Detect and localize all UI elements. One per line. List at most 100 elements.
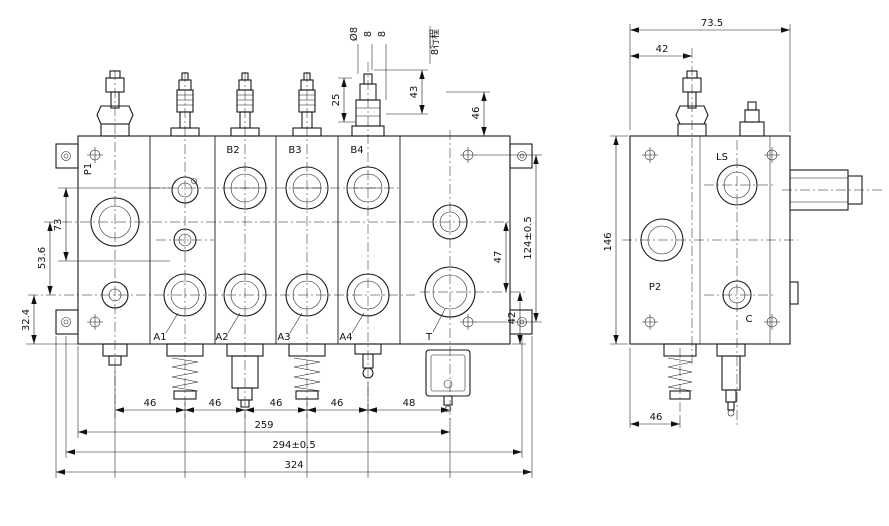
sec1-mid-port-outer bbox=[173, 228, 197, 252]
port-label-a2: A2 bbox=[215, 332, 228, 343]
front-ear-tr bbox=[509, 143, 533, 169]
port-label-ls: LS bbox=[716, 152, 728, 163]
dim-8a: 8 bbox=[363, 31, 374, 37]
side-centerlines bbox=[622, 48, 884, 428]
front-centerlines bbox=[28, 62, 526, 420]
port-label-a3: A3 bbox=[277, 332, 290, 343]
port-label-t: T bbox=[425, 332, 433, 343]
port-a1-inner bbox=[170, 280, 200, 310]
stroke-limiter bbox=[351, 73, 385, 137]
side-relief-valve bbox=[675, 70, 709, 137]
front-ear-bl bbox=[55, 309, 79, 335]
port-label-leaders bbox=[165, 308, 446, 334]
spool-cap-1 bbox=[170, 72, 200, 137]
side-mount-hole-crosshairs bbox=[642, 147, 780, 330]
port-a3-inner bbox=[292, 280, 322, 310]
port-a1-outer bbox=[163, 273, 207, 317]
dim-span: 259 bbox=[254, 420, 273, 431]
port-t-inner bbox=[432, 274, 468, 310]
side-mount-holes bbox=[642, 147, 780, 330]
relief-valve-top bbox=[96, 70, 134, 137]
side-port-labels: LS P2 C bbox=[649, 152, 753, 325]
front-dims-top: 25 Ø8 8 8 8行程 43 bbox=[331, 26, 441, 123]
dim-25: 25 bbox=[331, 94, 342, 107]
dim-53-6: 53.6 bbox=[37, 247, 48, 269]
front-section-lines bbox=[149, 136, 401, 344]
dim-8b: 8 bbox=[377, 31, 388, 37]
dim-42-side: 42 bbox=[656, 44, 669, 55]
dim-stroke: 8行程 bbox=[428, 29, 441, 55]
dim-overall-width: 324 bbox=[284, 460, 303, 471]
dim-pitch-1: 46 bbox=[144, 398, 157, 409]
side-right-tab bbox=[789, 281, 799, 305]
p1-bottom-plug bbox=[102, 343, 128, 366]
side-extension-lines bbox=[610, 24, 791, 428]
front-mount-hole-crosshairs bbox=[87, 147, 476, 330]
t-section-flange-box bbox=[425, 349, 471, 413]
port-label-b4: B4 bbox=[350, 145, 363, 156]
front-right-extension-lines bbox=[446, 91, 542, 345]
port-p1-drain-outer bbox=[101, 281, 129, 309]
dim-phi8: Ø8 bbox=[348, 27, 360, 41]
dim-73: 73 bbox=[53, 219, 64, 232]
spool-cap-3 bbox=[292, 72, 322, 137]
front-dims-bottom: 46 46 46 46 48 259 294±0.5 324 bbox=[55, 336, 533, 478]
dim-73-5: 73.5 bbox=[701, 18, 723, 29]
end-cap-2 bbox=[226, 343, 264, 408]
port-c-inner bbox=[728, 286, 746, 304]
side-spring-end bbox=[663, 343, 697, 400]
front-dims-right: 47 42 124±0.5 46 bbox=[446, 91, 542, 345]
pilot-port-outer bbox=[171, 176, 199, 204]
dim-46-side: 46 bbox=[650, 412, 663, 423]
dim-pitch-2: 46 bbox=[209, 398, 222, 409]
front-view: P1 B2 B3 B4 A1 A2 A3 A4 T 46 46 46 46 48… bbox=[21, 26, 542, 478]
port-p2-inner bbox=[647, 225, 677, 255]
dim-42: 42 bbox=[507, 312, 518, 325]
port-p1-outer bbox=[90, 197, 140, 247]
dim-pitch-5: 48 bbox=[403, 398, 416, 409]
dim-46-right: 46 bbox=[471, 107, 482, 120]
front-left-extension-lines bbox=[26, 187, 170, 345]
side-right-attachment bbox=[789, 169, 863, 305]
port-p2-outer bbox=[640, 218, 684, 262]
port-t-upper-outer bbox=[432, 204, 468, 240]
dim-146: 146 bbox=[603, 232, 614, 251]
port-ls-inner bbox=[723, 171, 751, 199]
port-label-b3: B3 bbox=[288, 145, 301, 156]
side-ports bbox=[640, 164, 758, 310]
side-top-fitting bbox=[739, 101, 765, 137]
pilot-port-inner bbox=[177, 182, 193, 198]
side-actuators-top bbox=[675, 70, 765, 137]
spring-end-3 bbox=[288, 343, 326, 400]
front-bottom-extension-lines bbox=[55, 336, 533, 478]
front-mount-holes bbox=[87, 147, 476, 330]
side-view: LS P2 C 73.5 42 146 46 bbox=[603, 18, 884, 428]
spool-cap-2 bbox=[230, 72, 260, 137]
side-end-cap bbox=[716, 343, 746, 417]
port-label-c: C bbox=[746, 314, 753, 325]
front-ports bbox=[90, 166, 476, 318]
front-ear-tl bbox=[55, 143, 79, 169]
relief-hex-nut bbox=[96, 105, 134, 125]
port-label-a1: A1 bbox=[153, 332, 166, 343]
front-actuators-bottom bbox=[102, 343, 471, 413]
port-p1-inner bbox=[98, 205, 132, 239]
dim-pitch-3: 46 bbox=[270, 398, 283, 409]
port-t-upper-inner bbox=[439, 211, 461, 233]
port-label-a4: A4 bbox=[339, 332, 352, 343]
port-t-outer bbox=[424, 266, 476, 318]
port-label-b2: B2 bbox=[226, 145, 239, 156]
front-dims-left: 73 53.6 32.4 bbox=[21, 187, 170, 345]
port-a4-inner bbox=[353, 280, 383, 310]
port-a3-outer bbox=[285, 273, 329, 317]
port-p1-drain-inner bbox=[108, 288, 122, 302]
port-a2-outer bbox=[223, 273, 267, 317]
dim-124: 124±0.5 bbox=[523, 216, 534, 259]
side-actuators-bottom bbox=[663, 343, 746, 417]
port-c-outer bbox=[722, 280, 752, 310]
port-ls-outer bbox=[716, 164, 758, 206]
pilot-bleed-hole bbox=[191, 178, 197, 184]
dim-mount-span: 294±0.5 bbox=[272, 440, 315, 451]
